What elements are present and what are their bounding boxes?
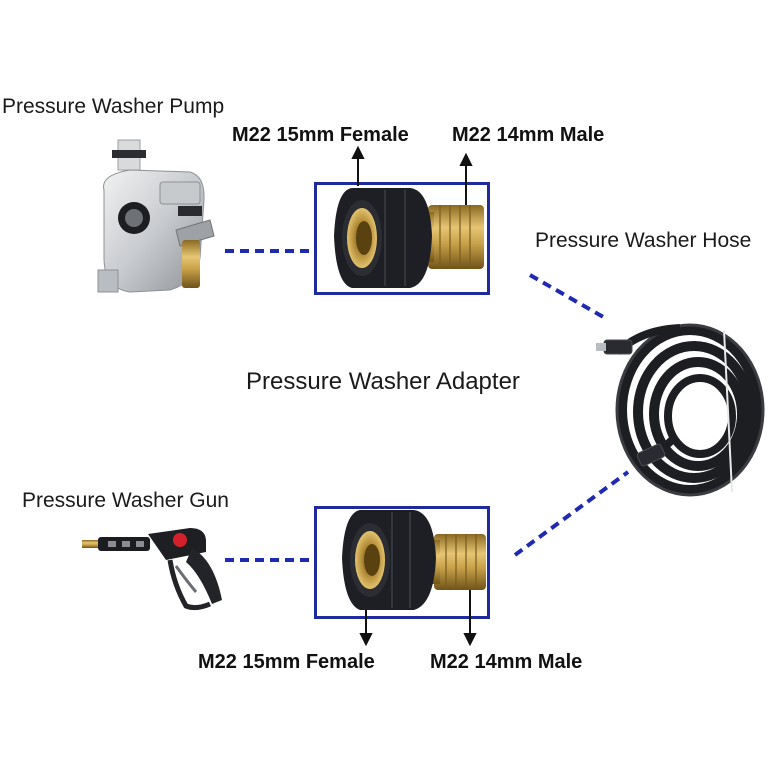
hose-image	[596, 323, 765, 497]
bottom-female-label: M22 15mm Female	[198, 651, 375, 673]
gun-label: Pressure Washer Gun	[22, 489, 229, 512]
top-female-label: M22 15mm Female	[232, 124, 409, 146]
connector-dashes	[225, 249, 630, 562]
bottom-male-label: M22 14mm Male	[430, 651, 583, 673]
pump-label: Pressure Washer Pump	[2, 95, 225, 118]
gun-image	[82, 528, 222, 611]
dash-adapter-to-hose	[529, 273, 606, 320]
top-adapter-frame	[314, 182, 490, 295]
bottom-adapter-frame	[314, 506, 490, 619]
adapter-title: Pressure Washer Adapter	[246, 368, 520, 395]
top-adapter-fitting	[334, 188, 484, 288]
bottom-adapter-fitting	[342, 510, 486, 610]
arrows	[351, 145, 477, 647]
hose-label: Pressure Washer Hose	[535, 229, 752, 252]
pump-image	[97, 139, 215, 293]
dash-hose-to-gun-adapter	[513, 470, 630, 557]
top-male-label: M22 14mm Male	[452, 124, 605, 146]
